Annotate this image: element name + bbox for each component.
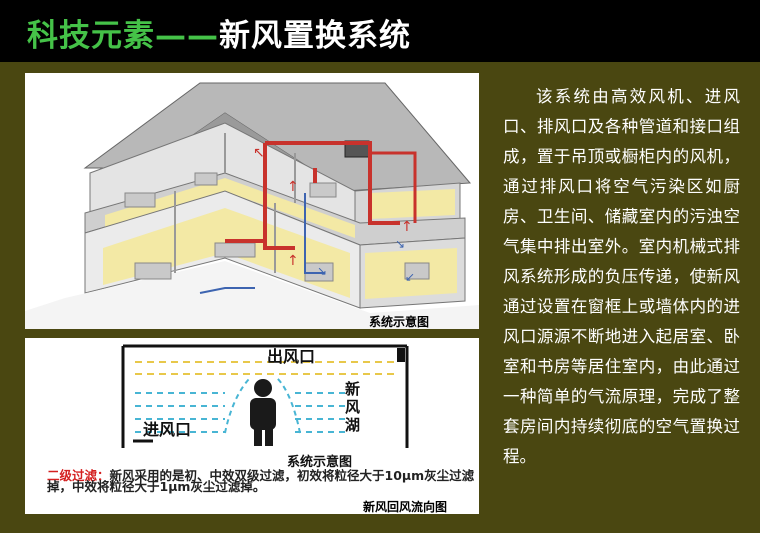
airflow-diagram-image: 出风口 进风口 新 风 湖 系统示意图 二级过滤：新风采用的是初、中效双级过滤，… <box>25 338 479 514</box>
system-description: 该系统由高效风机、进风口、排风口及各种管道和接口组成，置于吊顶或橱柜内的风机，通… <box>503 82 740 472</box>
filtration-note-text: 新风采用的是初、中效双级过滤，初效将粒径大于10μm灰尘过滤掉，中效将粒径大于1… <box>47 468 474 494</box>
fresh-air-label-2: 风 <box>345 398 360 416</box>
outlet-label: 出风口 <box>267 347 315 366</box>
inlet-label: 进风口 <box>143 420 191 439</box>
title-dash: —— <box>155 18 219 54</box>
page-title: 科技元素——新风置换系统 <box>27 10 411 55</box>
content-panel: ↖ ↑ ↑ ↑ ↘ ↘ ↙ 系统示意图 <box>0 62 760 533</box>
title-bar: 科技元素——新风置换系统 <box>0 0 760 62</box>
svg-text:↘: ↘ <box>317 264 327 278</box>
svg-text:↑: ↑ <box>287 253 299 269</box>
system-diagram-image: ↖ ↑ ↑ ↑ ↘ ↘ ↙ 系统示意图 <box>25 73 479 329</box>
filtration-note: 二级过滤：新风采用的是初、中效双级过滤，初效将粒径大于10μm灰尘过滤掉，中效将… <box>47 470 477 492</box>
svg-text:↖: ↖ <box>253 145 265 161</box>
svg-text:↘: ↘ <box>395 237 405 251</box>
svg-text:↙: ↙ <box>405 270 415 284</box>
fresh-air-label-3: 湖 <box>345 416 360 434</box>
fresh-air-label-1: 新 <box>345 380 360 398</box>
svg-text:↑: ↑ <box>287 179 299 195</box>
house-cutaway-illustration: ↖ ↑ ↑ ↑ ↘ ↘ ↙ <box>25 73 479 329</box>
airflow-diagram-caption: 新风回风流向图 <box>363 498 447 515</box>
system-diagram-caption: 系统示意图 <box>369 313 429 330</box>
title-part2: 新风置换系统 <box>219 18 411 54</box>
title-part1: 科技元素 <box>27 18 155 54</box>
svg-text:↑: ↑ <box>401 219 413 235</box>
